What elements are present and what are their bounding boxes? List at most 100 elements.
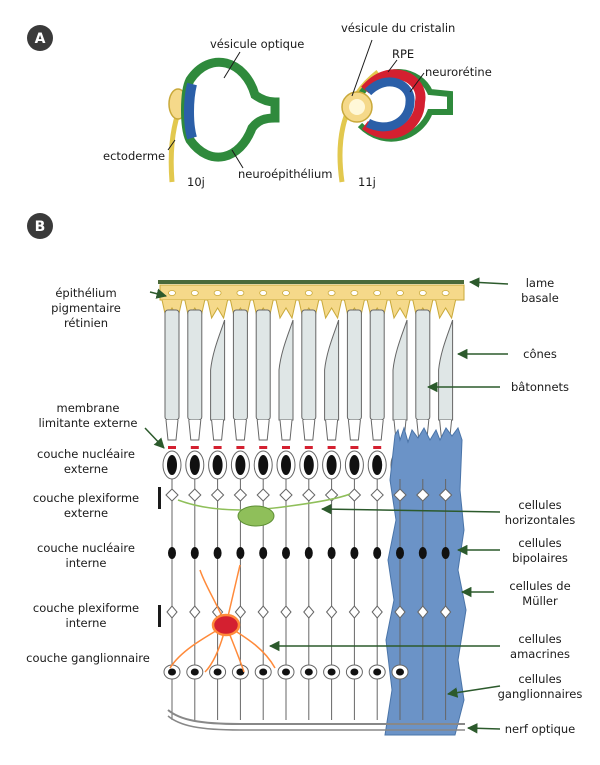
synaptic-terminal xyxy=(256,488,270,502)
synaptic-terminal xyxy=(233,488,248,502)
rod-outer-segment xyxy=(415,309,431,421)
ipl-synapse xyxy=(325,605,338,619)
synaptic-terminal xyxy=(347,488,362,502)
cone-outer-segment xyxy=(392,319,408,421)
right-arrows xyxy=(268,277,509,734)
rpe-layer-11j xyxy=(361,69,426,139)
photoreceptor-nucleus xyxy=(372,455,383,475)
label-nerf-optique: nerf optique xyxy=(505,722,576,736)
muller-cells xyxy=(384,426,467,736)
cone-outer-segment xyxy=(324,319,340,421)
rpe-nucleus xyxy=(441,290,450,296)
ganglion-nucleus xyxy=(282,668,290,676)
neuroepithelium-10j xyxy=(181,57,280,162)
label-cpe-1: couche plexiforme xyxy=(33,491,139,505)
ganglion-nucleus xyxy=(304,668,313,676)
bipolar-nucleus xyxy=(304,547,313,559)
rpe-nucleus xyxy=(213,290,222,296)
label-rpe: RPE xyxy=(392,47,414,61)
label-cpe-2: externe xyxy=(64,506,108,520)
ganglion-nucleus xyxy=(213,668,222,676)
ipl-synapse xyxy=(234,605,247,619)
photoreceptor-nucleus xyxy=(189,455,200,475)
label-neuroretine: neurorétine xyxy=(425,65,492,79)
inner-segment xyxy=(279,419,293,441)
photoreceptor-nucleus xyxy=(303,455,314,475)
label-batonnets: bâtonnets xyxy=(511,380,569,394)
bipolar-nucleus xyxy=(259,547,268,559)
label-lame-2: basale xyxy=(521,291,559,305)
rpe-nucleus xyxy=(418,290,427,296)
bipolar-nucleus xyxy=(373,547,382,559)
rpe-villus xyxy=(207,299,229,320)
horizontal-cell xyxy=(237,505,275,527)
junction-mark xyxy=(350,446,359,449)
optic-nerve-fibers-2 xyxy=(167,715,465,731)
bipolar-nucleus xyxy=(213,547,222,559)
junction-mark xyxy=(373,446,382,449)
photoreceptor-nucleus xyxy=(258,455,269,475)
rpe-villus xyxy=(275,299,297,320)
rpe-nucleus xyxy=(327,290,336,296)
label-day-11j: 11j xyxy=(358,175,376,189)
ipl-synapse xyxy=(280,605,292,619)
junction-mark xyxy=(304,446,313,449)
label-ganglion-2: ganglionnaires xyxy=(498,687,583,701)
neural-columns xyxy=(163,479,453,720)
label-bipolar-2: bipolaires xyxy=(512,551,568,565)
ipl-synapse xyxy=(303,605,315,619)
rod-outer-segment xyxy=(369,309,385,421)
lens-lumen-11j xyxy=(349,99,365,115)
arrow-icon xyxy=(466,723,501,734)
neuroretina-10j xyxy=(184,82,197,140)
synaptic-terminal xyxy=(165,488,179,502)
label-membrane-2: limitante externe xyxy=(38,416,137,430)
photoreceptor-nucleus xyxy=(281,455,291,475)
ganglion-nucleus xyxy=(259,668,268,676)
arrow-icon xyxy=(446,685,501,698)
ipl-synapse xyxy=(371,605,383,619)
rpe-nucleus xyxy=(373,290,382,296)
rpe-nucleus xyxy=(259,290,268,296)
rpe-nucleus xyxy=(304,290,313,296)
synaptic-terminal xyxy=(393,488,407,502)
inner-segment xyxy=(188,419,202,441)
junction-mark xyxy=(168,446,176,449)
label-membrane-1: membrane xyxy=(57,401,120,415)
label-neuroepithelium: neuroépithélium xyxy=(238,167,333,181)
rod-outer-segment xyxy=(346,309,362,421)
label-bipolar-1: cellules xyxy=(518,536,561,550)
bipolar-nucleus xyxy=(350,547,359,559)
photoreceptor-nucleus xyxy=(235,455,246,475)
ipl-synapse xyxy=(166,605,178,619)
label-vesicule-cristalin: vésicule du cristalin xyxy=(341,21,455,35)
panel-a-letter: A xyxy=(35,31,46,47)
right-labels: lame basale cônes bâtonnets cellules hor… xyxy=(498,276,583,736)
label-lame-1: lame xyxy=(526,276,555,290)
label-cones: cônes xyxy=(523,347,557,361)
optic-vesicle-10j xyxy=(168,57,280,183)
panel-a-leader-lines xyxy=(167,39,425,169)
rod-outer-segment xyxy=(232,309,248,421)
ganglion-nucleus xyxy=(236,668,245,676)
horizontal-cell-process xyxy=(177,493,351,511)
amacrine-cell xyxy=(211,613,241,637)
rpe-nucleus xyxy=(350,290,359,296)
label-cne-2: externe xyxy=(64,462,108,476)
ganglion-nucleus xyxy=(396,668,404,676)
ipl-synapse xyxy=(189,605,201,619)
ganglion-nucleus xyxy=(168,668,176,676)
rpe-villus xyxy=(435,299,457,320)
synaptic-terminal xyxy=(188,488,202,502)
bipolar-nucleus xyxy=(190,547,199,559)
label-muller-1: cellules de xyxy=(509,579,570,593)
arrow-icon xyxy=(468,277,509,288)
synaptic-terminal xyxy=(302,488,316,502)
panel-b-letter: B xyxy=(35,219,46,235)
label-epithelium-3: rétinien xyxy=(64,316,108,330)
optic-cup-11j xyxy=(337,69,453,183)
optic-nerve-fibers xyxy=(167,709,465,725)
bipolar-nucleus xyxy=(282,547,290,559)
